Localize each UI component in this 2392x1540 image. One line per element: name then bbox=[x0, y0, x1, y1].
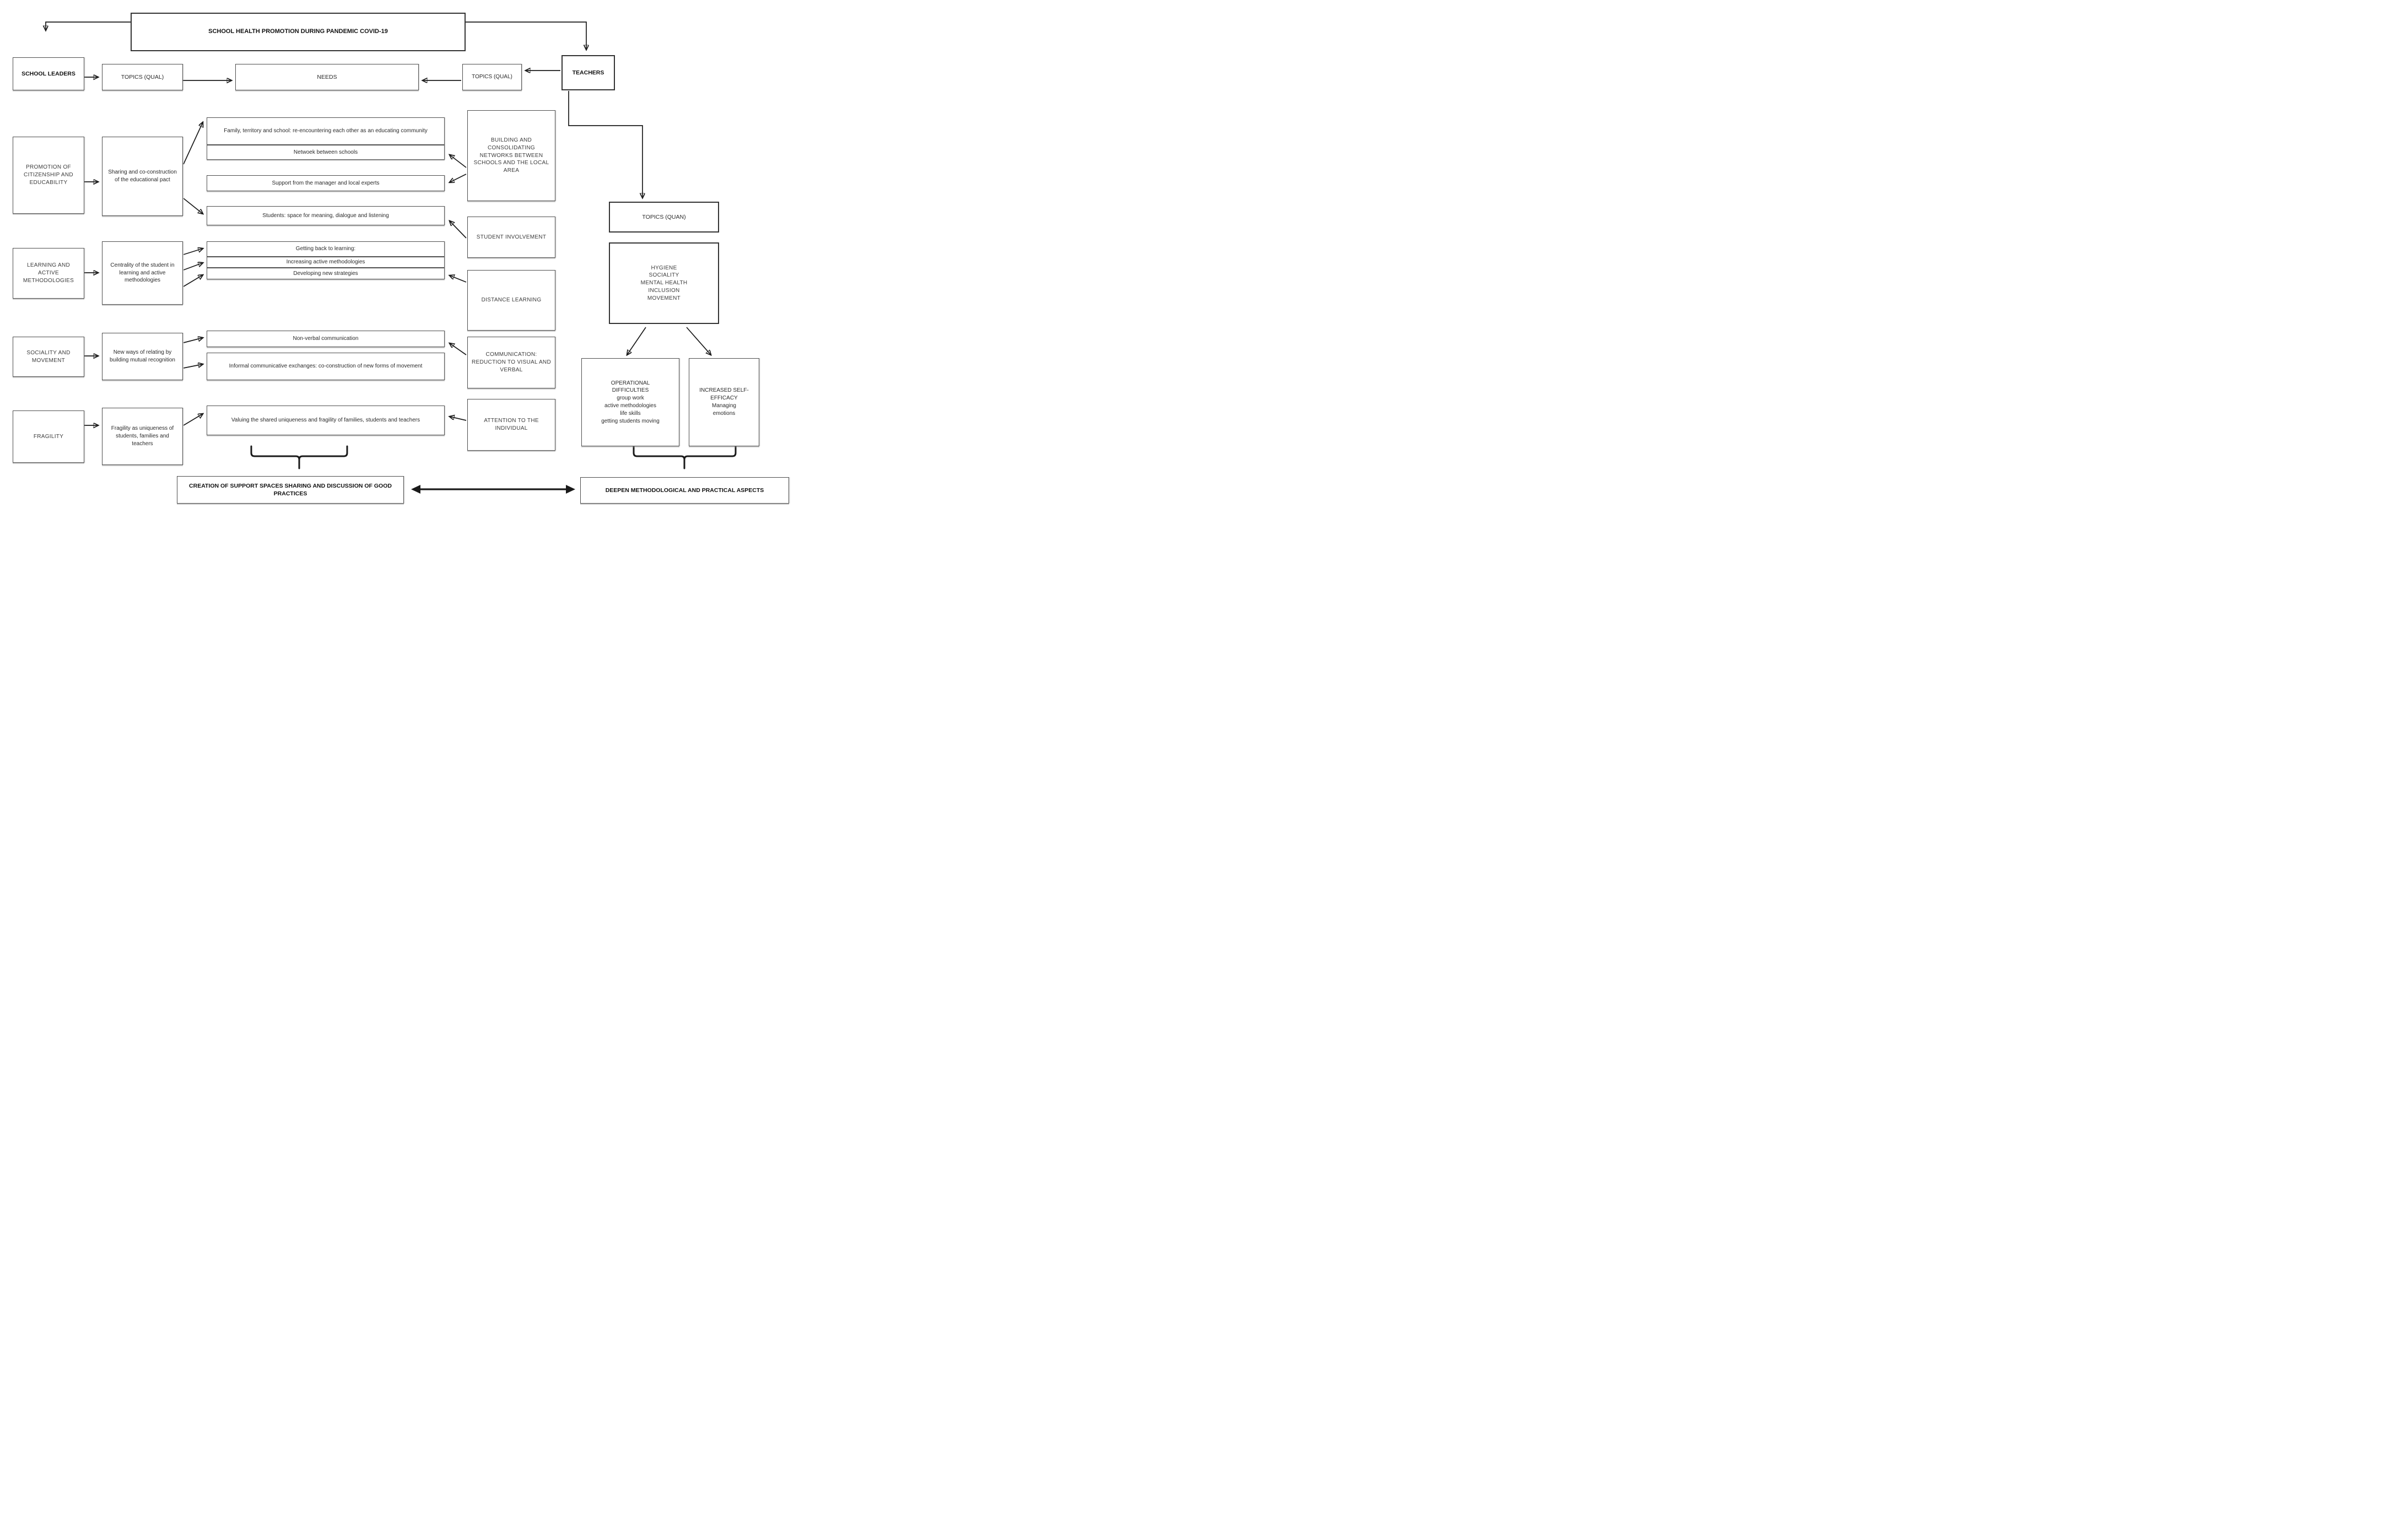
flowchart-canvas: SCHOOL HEALTH PROMOTION DURING PANDEMIC … bbox=[0, 0, 798, 514]
school-leaders-box: SCHOOL LEADERS bbox=[13, 57, 84, 90]
category-learning-box: LEARNING AND ACTIVE METHODOLOGIES bbox=[13, 248, 84, 299]
arrow-fragilityas-to-valuing bbox=[183, 414, 203, 426]
arrow-title-to-teachers bbox=[466, 21, 586, 50]
label-building-box: BUILDING AND CONSOLIDATING NETWORKS BETW… bbox=[467, 110, 555, 201]
topics-qual-left-box: TOPICS (QUAL) bbox=[102, 64, 183, 90]
theme-sharing-box: Sharing and co-construction of the educa… bbox=[102, 137, 183, 216]
theme-centrality-box: Centrality of the student in learning an… bbox=[102, 241, 183, 305]
arrow-studentinv-to-students bbox=[450, 221, 467, 239]
brace-left bbox=[250, 445, 348, 469]
brace-right bbox=[633, 445, 737, 469]
arrow-sharing-to-students bbox=[183, 198, 203, 214]
double-arrow-right-head bbox=[566, 485, 575, 494]
needs-box: NEEDS bbox=[235, 64, 419, 90]
need-informal-box: Informal communicative exchanges: co-con… bbox=[207, 353, 445, 380]
need-support-box: Support from the manager and local exper… bbox=[207, 175, 445, 191]
need-getting-box: Getting back to learning: bbox=[207, 241, 445, 257]
need-family-box: Family, territory and school: re-encount… bbox=[207, 117, 445, 145]
arrow-newways-to-informal bbox=[183, 364, 203, 369]
label-attention-box: ATTENTION TO THE INDIVIDUAL bbox=[467, 399, 555, 451]
arrow-sharing-to-family bbox=[183, 122, 203, 165]
need-nonverbal-box: Non-verbal communication bbox=[207, 331, 445, 347]
theme-fragilityas-box: Fragility as uniqueness of students, fam… bbox=[102, 408, 183, 465]
label-communication-box: COMMUNICATION: REDUCTION TO VISUAL AND V… bbox=[467, 337, 555, 388]
category-fragility-box: FRAGILITY bbox=[13, 410, 84, 463]
arrow-distance-to-developing bbox=[450, 275, 467, 283]
creation-outcome-box: CREATION OF SUPPORT SPACES SHARING AND D… bbox=[177, 476, 404, 504]
need-increasing-box: Increasing active methodologies bbox=[207, 257, 445, 268]
need-developing-box: Developing new strategies bbox=[207, 268, 445, 279]
teachers-box: TEACHERS bbox=[561, 55, 615, 90]
double-arrow-left-head bbox=[411, 485, 420, 494]
title-box: SCHOOL HEALTH PROMOTION DURING PANDEMIC … bbox=[131, 13, 466, 51]
arrow-centrality-to-developing bbox=[183, 275, 203, 287]
arrow-building-to-network bbox=[450, 155, 467, 168]
theme-newways-box: New ways of relating by building mutual … bbox=[102, 333, 183, 380]
arrow-attention-to-valuing bbox=[450, 417, 467, 421]
topics-quan-box: TOPICS (QUAN) bbox=[609, 202, 719, 233]
need-valuing-box: Valuing the shared uniqueness and fragil… bbox=[207, 406, 445, 435]
topics-qual-right-box: TOPICS (QUAL) bbox=[462, 64, 522, 90]
arrow-newways-to-nonverbal bbox=[183, 338, 203, 343]
operational-difficulties-box: OPERATIONAL DIFFICULTIES group work acti… bbox=[581, 358, 679, 446]
arrow-centrality-to-increasing bbox=[183, 263, 203, 271]
arrow-hygiene-to-increased bbox=[686, 327, 711, 355]
category-sociality-box: SOCIALITY AND MOVEMENT bbox=[13, 337, 84, 377]
quan-topics-list-box: HYGIENE SOCIALITY MENTAL HEALTH INCLUSIO… bbox=[609, 242, 719, 324]
deepen-outcome-box: DEEPEN METHODOLOGICAL AND PRACTICAL ASPE… bbox=[580, 477, 789, 504]
need-network-box: Netwoek between schools bbox=[207, 145, 445, 160]
label-student-involvement-box: STUDENT INVOLVEMENT bbox=[467, 217, 555, 258]
arrow-building-to-support bbox=[450, 174, 467, 182]
arrow-teachers-to-topicsquan bbox=[568, 91, 642, 198]
arrow-communication-to-nonverbal bbox=[450, 343, 467, 355]
arrow-centrality-to-getting bbox=[183, 248, 203, 255]
increased-self-efficacy-box: INCREASED SELF- EFFICACY Managing emotio… bbox=[689, 358, 759, 446]
need-students-box: Students: space for meaning, dialogue an… bbox=[207, 206, 445, 225]
label-distance-learning-box: DISTANCE LEARNING bbox=[467, 270, 555, 331]
category-promotion-box: PROMOTION OF CITIZENSHIP AND EDUCABILITY bbox=[13, 137, 84, 214]
arrow-hygiene-to-operational bbox=[627, 327, 646, 355]
arrow-title-to-school-leaders bbox=[46, 21, 131, 30]
